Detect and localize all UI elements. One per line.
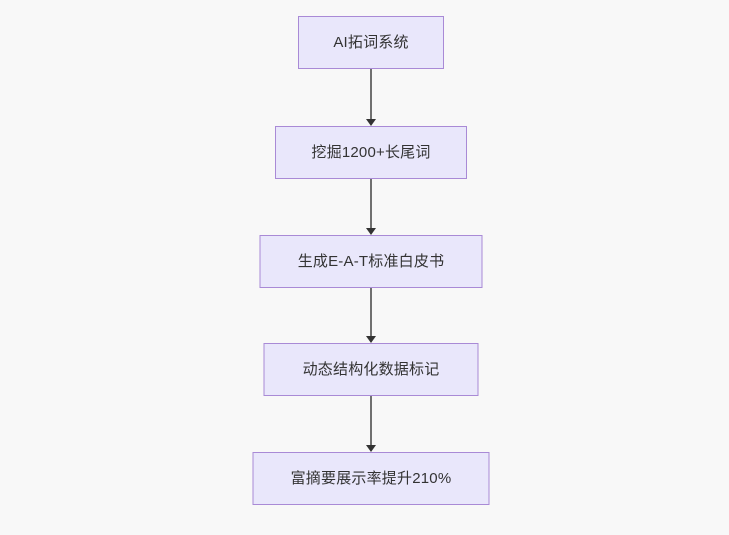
flow-node-dynamic-structured-data-markup[interactable]: 动态结构化数据标记 xyxy=(263,343,479,396)
flow-node-ai-keyword-system[interactable]: AI拓词系统 xyxy=(298,16,444,69)
edge-line xyxy=(370,288,372,336)
flow-node-label: AI拓词系统 xyxy=(333,34,409,51)
flow-node-label: 富摘要展示率提升210% xyxy=(290,470,452,487)
flow-node-label: 动态结构化数据标记 xyxy=(302,361,440,378)
flow-node-rich-snippet-impression-lift[interactable]: 富摘要展示率提升210% xyxy=(252,452,490,505)
edge-line xyxy=(370,396,372,445)
flow-node-generate-eat-whitepaper[interactable]: 生成E-A-T标准白皮书 xyxy=(259,235,483,288)
flow-node-label: 生成E-A-T标准白皮书 xyxy=(297,253,445,270)
flow-edge-3 xyxy=(365,288,377,343)
arrowhead-down-icon xyxy=(366,445,376,452)
flow-edge-2 xyxy=(365,179,377,235)
flow-node-label: 挖掘1200+长尾词 xyxy=(311,144,431,161)
edge-line xyxy=(370,69,372,119)
flow-node-mine-longtail-keywords[interactable]: 挖掘1200+长尾词 xyxy=(275,126,467,179)
edge-line xyxy=(370,179,372,228)
arrowhead-down-icon xyxy=(366,336,376,343)
arrowhead-down-icon xyxy=(366,119,376,126)
flow-edge-4 xyxy=(365,396,377,452)
flow-edge-1 xyxy=(365,69,377,126)
arrowhead-down-icon xyxy=(366,228,376,235)
